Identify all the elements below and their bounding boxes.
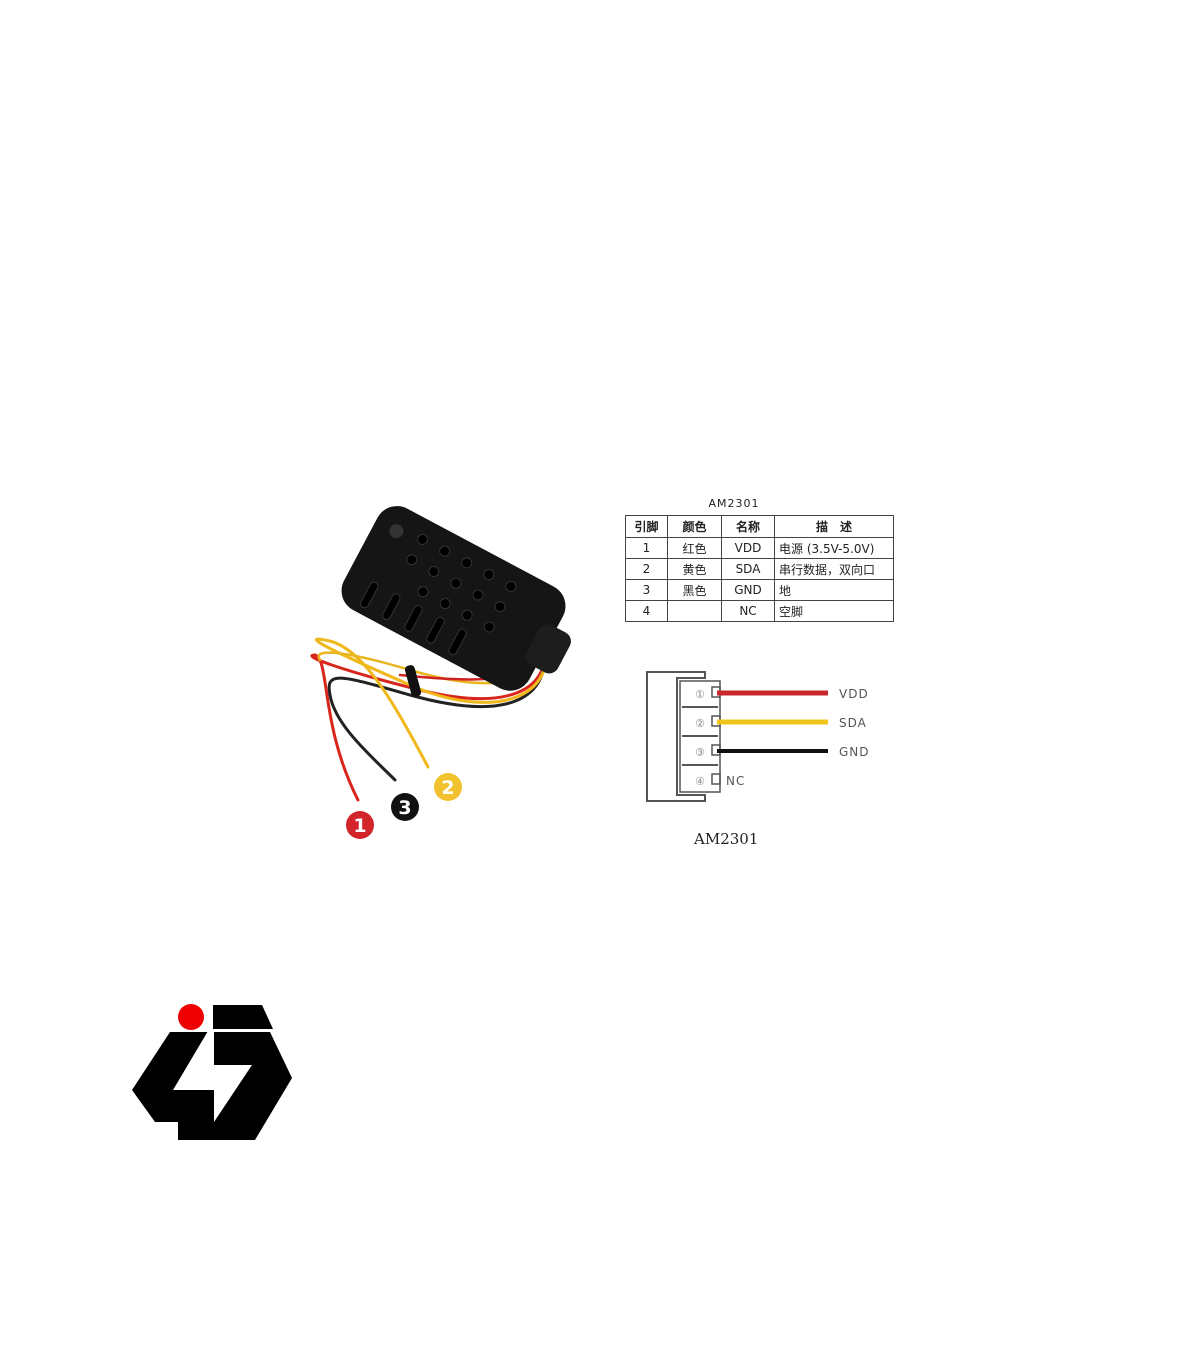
header-cell: 名称	[721, 515, 775, 538]
logo-dot	[178, 1004, 204, 1030]
diagram-title: AM2301	[694, 830, 759, 848]
pin-number: ①	[695, 688, 705, 701]
table-cell: 地	[774, 579, 894, 601]
pin-number: ④	[695, 775, 705, 788]
svg-text:3: 3	[398, 797, 411, 819]
pin-label: GND	[839, 745, 870, 759]
table-cell: 2	[625, 558, 668, 580]
pin-table: 引脚 颜色 名称 描 述 1 红色 VDD 电源 (3.5V-5.0V) 2 黄…	[625, 515, 894, 622]
table-cell: SDA	[721, 558, 775, 580]
pin-label: NC	[726, 774, 745, 788]
header-cell: 描 述	[774, 515, 894, 538]
pin-number: ③	[695, 746, 705, 759]
header-cell: 引脚	[625, 515, 668, 538]
pin-number: ②	[695, 717, 705, 730]
table-row: 2 黄色 SDA 串行数据，双向口	[625, 558, 894, 580]
table-cell: NC	[721, 600, 775, 622]
table-cell	[667, 600, 722, 622]
wire-marker-3: 3	[391, 793, 419, 821]
pin-label: SDA	[839, 716, 867, 730]
pin-label: VDD	[839, 687, 869, 701]
table-cell: 黑色	[667, 579, 722, 601]
table-cell: 4	[625, 600, 668, 622]
table-cell: 红色	[667, 537, 722, 559]
table-header-row: 引脚 颜色 名称 描 述	[625, 515, 894, 538]
wire-marker-1: 1	[346, 811, 374, 839]
svg-text:1: 1	[353, 815, 366, 837]
table-cell: 电源 (3.5V-5.0V)	[774, 537, 894, 559]
table-cell: 3	[625, 579, 668, 601]
table-row: 4 NC 空脚	[625, 600, 894, 622]
svg-text:2: 2	[441, 777, 454, 799]
table-row: 1 红色 VDD 电源 (3.5V-5.0V)	[625, 537, 894, 559]
brand-logo	[132, 1004, 292, 1140]
table-cell: 串行数据，双向口	[774, 558, 894, 580]
table-cell: 1	[625, 537, 668, 559]
table-cell: 空脚	[774, 600, 894, 622]
wire-marker-2: 2	[434, 773, 462, 801]
table-cell: GND	[721, 579, 775, 601]
pinout-diagram: ① ② ③ ④ VDD SDA GND NC	[646, 671, 870, 802]
table-title: AM2301	[708, 497, 760, 510]
sensor-photo: 1 3 2	[310, 506, 571, 839]
table-row: 3 黑色 GND 地	[625, 579, 894, 601]
connector-outline	[646, 671, 721, 802]
table-cell: VDD	[721, 537, 775, 559]
table-cell: 黄色	[667, 558, 722, 580]
header-cell: 颜色	[667, 515, 722, 538]
sensor-body	[341, 506, 571, 691]
